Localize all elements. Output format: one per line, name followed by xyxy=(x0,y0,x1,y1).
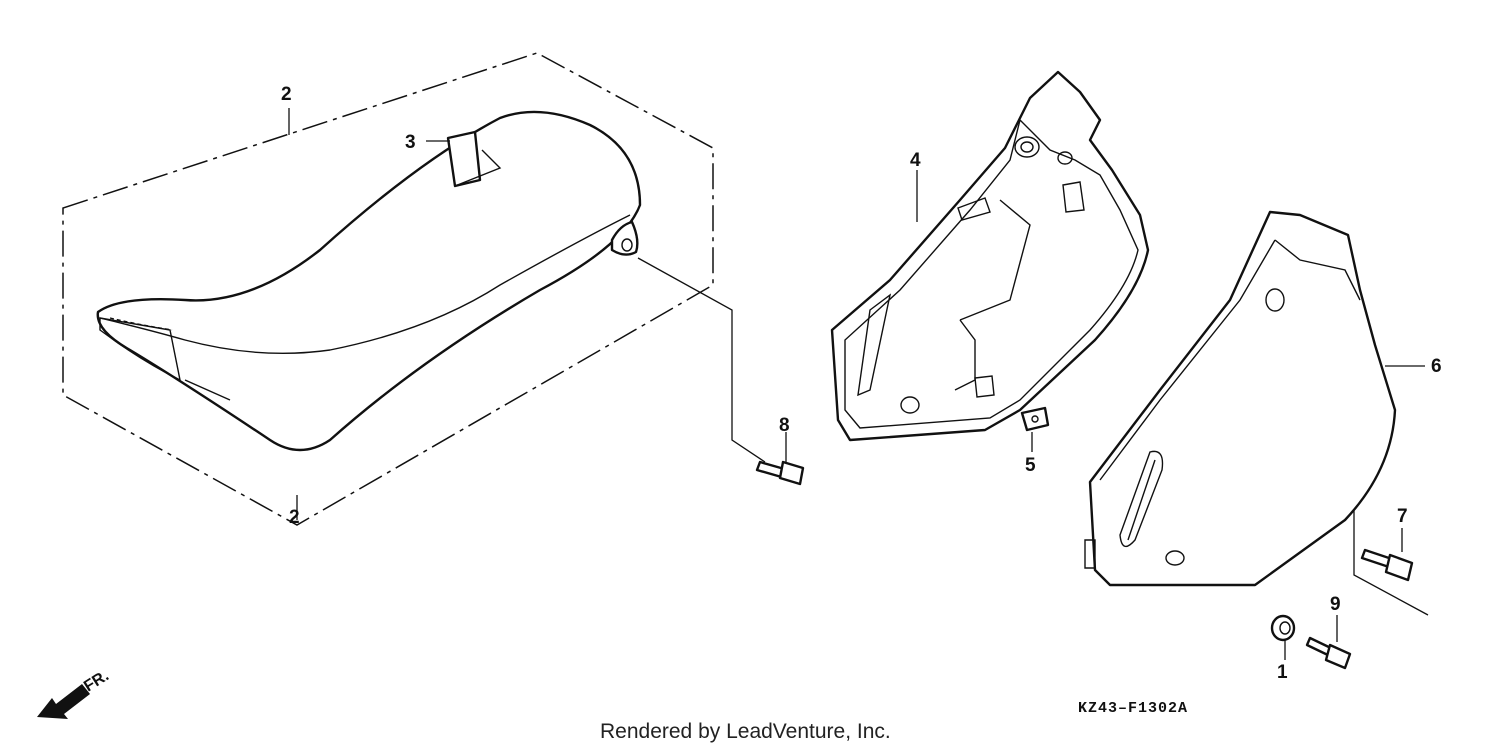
grommet-part[interactable] xyxy=(1270,614,1296,642)
lower-bolt-part[interactable] xyxy=(1305,636,1352,670)
callout-side-cover: 6 xyxy=(1431,356,1442,377)
callout-seat-hook: 3 xyxy=(405,132,416,153)
callout-bolt-lower: 9 xyxy=(1330,594,1341,615)
upper-bolt-part[interactable] xyxy=(1360,548,1414,582)
seat-hook-part[interactable] xyxy=(446,130,502,188)
callout-bracket: 4 xyxy=(910,150,921,171)
seat-bolt-part[interactable] xyxy=(755,460,805,486)
callout-seat: 2 xyxy=(281,84,292,105)
clip-part[interactable] xyxy=(1020,406,1050,432)
callout-bolt-upper: 7 xyxy=(1397,506,1408,527)
callout-seat-bolt: 8 xyxy=(779,415,790,436)
arrow-down-left-icon xyxy=(37,684,90,719)
bracket-part[interactable] xyxy=(830,70,1150,442)
seat-part[interactable] xyxy=(96,110,642,452)
callout-clip: 5 xyxy=(1025,455,1036,476)
render-credit: Rendered by LeadVenture, Inc. xyxy=(600,720,891,743)
side-cover-part[interactable] xyxy=(1084,210,1397,587)
callout-seat-lower: 2 xyxy=(289,507,300,528)
leader-seat-bolt xyxy=(637,257,766,463)
diagram-code: KZ43–F1302A xyxy=(1078,700,1188,717)
callout-grommet: 1 xyxy=(1277,662,1288,683)
leader-bolt-7-bracket xyxy=(1353,510,1429,616)
